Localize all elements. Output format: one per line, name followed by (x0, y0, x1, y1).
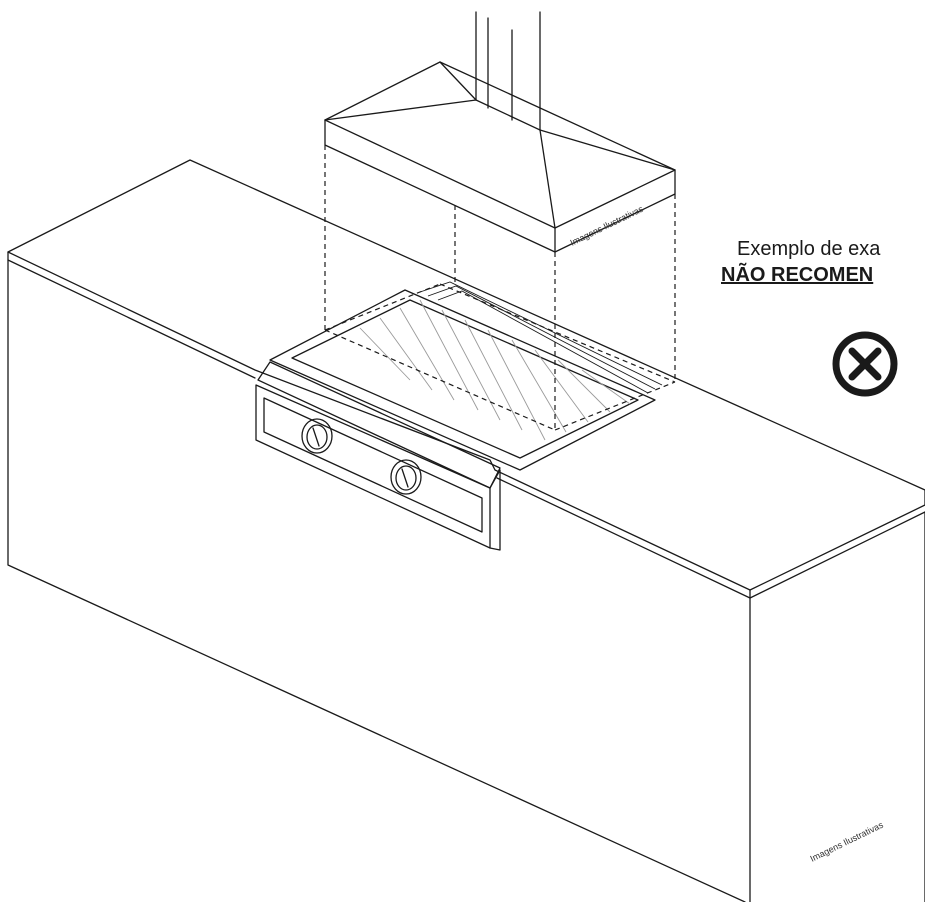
example-caption: Exemplo de exa (737, 238, 881, 260)
range-hood: Imagens Ilustrativas (324, 11, 676, 253)
watermark-countertop: Imagens Ilustrativas (808, 820, 885, 864)
griddle-unit (255, 281, 663, 551)
x-circle-icon (832, 331, 898, 397)
not-recommended-label: NÃO RECOMEN (721, 264, 874, 286)
plate-hatching (359, 299, 631, 441)
projection-lines (324, 145, 676, 431)
knob-left (301, 418, 333, 454)
watermark-hood: Imagens Ilustrativas (568, 204, 645, 248)
countertop (7, 159, 925, 902)
knob-right (390, 459, 422, 495)
